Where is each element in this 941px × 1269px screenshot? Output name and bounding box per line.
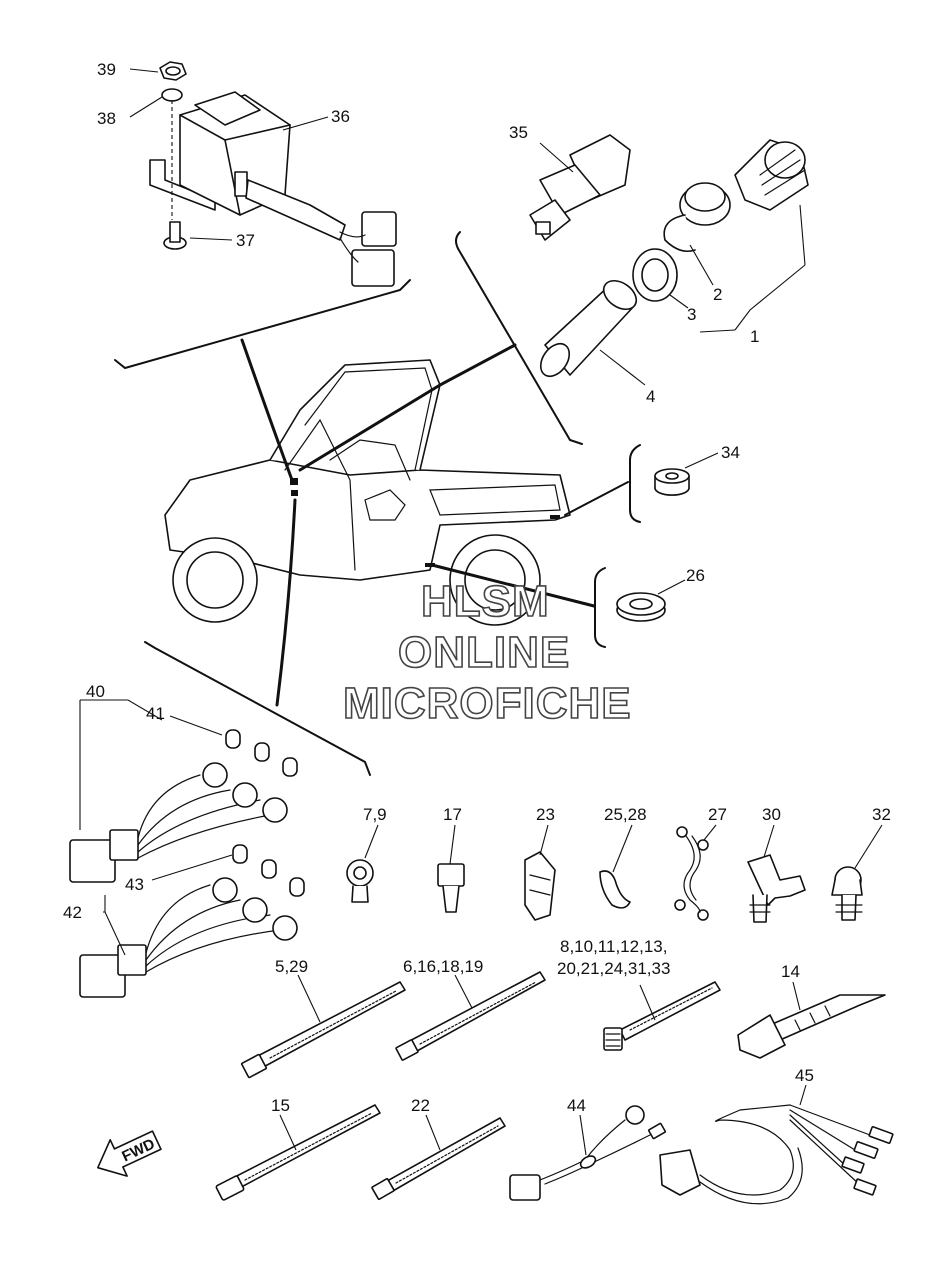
harness-42: [79, 844, 305, 998]
callout-38: 38: [97, 109, 116, 128]
grommet-26: [616, 592, 666, 622]
callout-23: 23: [536, 805, 555, 824]
bolt-37: [163, 221, 187, 250]
callout-7-9: 7,9: [363, 805, 387, 824]
callout-32: 32: [872, 805, 891, 824]
callout-4: 4: [646, 387, 655, 406]
clip-27: [674, 826, 709, 921]
callout-6-16-18-19: 6,16,18,19: [403, 957, 483, 976]
callout-26: 26: [686, 566, 705, 585]
fwd-arrow-icon: FWD: [97, 1130, 162, 1177]
clip-30: [747, 854, 806, 923]
pointer-line-relay: [240, 338, 294, 482]
callout-30: 30: [762, 805, 781, 824]
callout-1: 1: [750, 327, 759, 346]
sleeve-4: [539, 279, 638, 378]
harness-45: [659, 1104, 894, 1205]
callout-45: 45: [795, 1066, 814, 1085]
callout-35: 35: [509, 123, 528, 142]
watermark-line-1: HLSM: [421, 577, 550, 626]
nut-39: [159, 61, 187, 81]
cable-tie-8-series: [603, 981, 721, 1051]
clip-23: [524, 851, 556, 921]
callout-39: 39: [97, 60, 116, 79]
clip-25-28: [599, 870, 631, 909]
clip-17: [437, 863, 465, 913]
callout-25-28: 25,28: [604, 805, 647, 824]
pointer-line-34: [564, 481, 629, 516]
harness-40: [69, 729, 298, 883]
cable-tie-22: [371, 1117, 506, 1200]
cable-tie-6-16-18-19: [395, 971, 546, 1061]
clip-32: [831, 866, 863, 921]
group-bracket-26: [594, 567, 606, 648]
callout-15: 15: [271, 1096, 290, 1115]
callout-2: 2: [713, 285, 722, 304]
callout-36: 36: [331, 107, 350, 126]
cap-2: [663, 182, 731, 253]
group-bracket-socket: [455, 231, 583, 445]
pointer-line-26: [430, 563, 596, 608]
callout-34: 34: [721, 443, 740, 462]
pointer-line-socket: [298, 343, 517, 472]
lead-wire-44: [509, 1105, 666, 1201]
callout-17: 17: [443, 805, 462, 824]
watermark-line-2: ONLINE: [398, 628, 570, 677]
callout-5-29: 5,29: [275, 957, 308, 976]
nut-3: [632, 248, 678, 302]
callout-14: 14: [781, 962, 800, 981]
grommet-34: [654, 468, 690, 496]
cable-tie-5-29: [240, 981, 406, 1079]
callout-41: 41: [146, 704, 165, 723]
group-bracket-34: [629, 444, 641, 523]
callout-8-line-1: 8,10,11,12,13,: [560, 937, 667, 956]
relay-assembly-36: [149, 91, 397, 287]
sensor-35: [529, 134, 631, 241]
cable-tie-15: [215, 1104, 381, 1201]
pointer-line-harness: [275, 498, 297, 707]
washer-38: [161, 88, 183, 102]
callout-40: 40: [86, 682, 105, 701]
callout-44: 44: [567, 1096, 586, 1115]
callout-3: 3: [687, 305, 696, 324]
watermark-line-3: MICROFICHE: [343, 679, 632, 728]
vehicle-illustration: [164, 359, 571, 626]
callout-37: 37: [236, 231, 255, 250]
group-bracket-relay: [114, 279, 411, 370]
cable-tie-14: [737, 994, 886, 1059]
callout-27: 27: [708, 805, 727, 824]
group-bracket-harness: [144, 641, 371, 776]
callout-22: 22: [411, 1096, 430, 1115]
callout-8-line-2: 20,21,24,31,33: [557, 959, 670, 978]
clip-7-9: [346, 859, 374, 903]
callout-42: 42: [63, 903, 82, 922]
callout-43: 43: [125, 875, 144, 894]
socket-body-1: [734, 139, 809, 211]
